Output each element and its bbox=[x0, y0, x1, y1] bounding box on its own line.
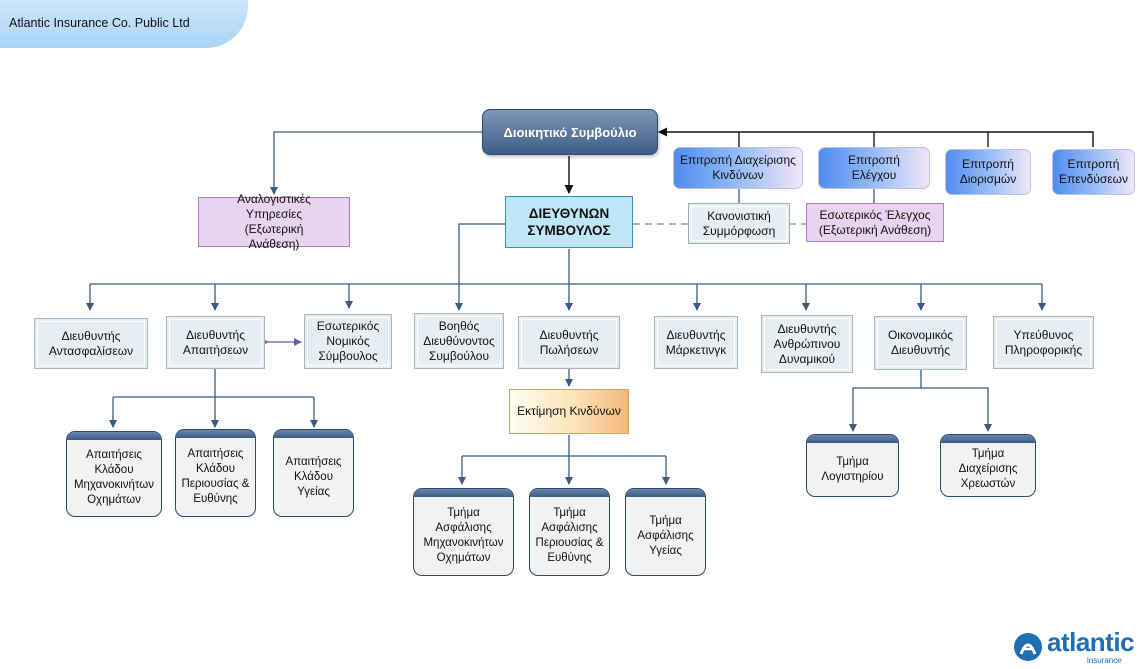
logo-word: atlantic bbox=[1047, 627, 1135, 657]
risk-assessment-box: Εκτίμηση Κινδύνων bbox=[509, 389, 629, 434]
sales-unit-property-label: Τμήμα Ασφάλισης Περιουσίας & Ευθύνης bbox=[535, 507, 604, 564]
compliance-box: Κανονιστική Συμμόρφωση bbox=[688, 203, 790, 244]
claims-unit-property-label: Απαιτήσεις Κλάδου Περιουσίας & Ευθύνης bbox=[181, 448, 250, 505]
sales-unit-motor-box: Τμήμα Ασφάλισης Μηχανοκινήτων Οχημάτων bbox=[413, 488, 514, 576]
header-tab: Atlantic Insurance Co. Public Ltd bbox=[0, 0, 248, 48]
appointments-committee-label: Επιτροπή Διορισμών bbox=[959, 157, 1017, 186]
dept-sales-label: Διευθυντής Πωλήσεων bbox=[539, 327, 599, 357]
risk-committee-label: Επιτροπή Διαχείρισης Κινδύνων bbox=[680, 153, 796, 182]
investments-committee-label: Επιτροπή Επενδύσεων bbox=[1059, 157, 1128, 186]
risk-assessment-label: Εκτίμηση Κινδύνων bbox=[517, 404, 621, 418]
dept-legal-label: Εσωτερικός Νομικός Σύμβουλος bbox=[316, 319, 380, 363]
atlantic-logo: atlantic insurance bbox=[1013, 627, 1141, 665]
internal-audit-box: Εσωτερικός Έλεγχος (Εξωτερική Ανάθεση) bbox=[806, 203, 944, 242]
dept-hr-label: Διευθυντής Ανθρώπινου Δυναμικού bbox=[773, 321, 841, 366]
sales-unit-motor-label: Τμήμα Ασφάλισης Μηχανοκινήτων Οχημάτων bbox=[423, 507, 504, 564]
dept-it-label: Υπεύθυνος Πληροφορικής bbox=[1004, 327, 1083, 357]
dept-claims-box: Διευθυντής Απαιτήσεων bbox=[166, 316, 265, 369]
sales-unit-property-box: Τμήμα Ασφάλισης Περιουσίας & Ευθύνης bbox=[529, 488, 610, 576]
ceo-label: ΔΙΕΥΘΥΝΩΝ ΣΥΜΒΟΥΛΟΣ bbox=[527, 206, 611, 238]
board-of-directors-box: Διοικητικό Συμβούλιο bbox=[482, 109, 658, 155]
logo-sub: insurance bbox=[1087, 656, 1122, 665]
appointments-committee-box: Επιτροπή Διορισμών bbox=[945, 149, 1031, 195]
dept-hr-box: Διευθυντής Ανθρώπινου Δυναμικού bbox=[761, 315, 853, 373]
dept-legal-box: Εσωτερικός Νομικός Σύμβουλος bbox=[304, 314, 392, 369]
dept-assistant-box: Βοηθός Διευθύνοντος Συμβούλου bbox=[414, 313, 504, 369]
board-label: Διοικητικό Συμβούλιο bbox=[503, 124, 637, 140]
company-name: Atlantic Insurance Co. Public Ltd bbox=[9, 16, 190, 30]
dept-finance-label: Οικονομικός Διευθυντής bbox=[887, 328, 954, 357]
risk-committee-box: Επιτροπή Διαχείρισης Κινδύνων bbox=[673, 147, 803, 189]
claims-unit-property-box: Απαιτήσεις Κλάδου Περιουσίας & Ευθύνης bbox=[175, 429, 256, 517]
dept-marketing-label: Διευθυντής Μάρκετινγκ bbox=[665, 327, 727, 357]
actuarial-services-label: Αναλογιστικές Υπηρεσίες (Εξωτερική Ανάθε… bbox=[237, 192, 311, 251]
dept-sales-box: Διευθυντής Πωλήσεων bbox=[518, 316, 620, 369]
finance-unit-debtors-label: Τμήμα Διαχείρισης Χρεωστών bbox=[958, 448, 1018, 490]
claims-unit-health-label: Απαιτήσεις Κλάδου Υγείας bbox=[285, 455, 342, 498]
finance-unit-accounting-box: Τμήμα Λογιστηρίου bbox=[806, 434, 899, 497]
internal-audit-label: Εσωτερικός Έλεγχος (Εξωτερική Ανάθεση) bbox=[818, 207, 932, 237]
dept-reinsurance-label: Διευθυντής Αντασφαλίσεων bbox=[48, 328, 134, 358]
audit-committee-box: Επιτροπή Ελέγχου bbox=[818, 147, 930, 189]
claims-unit-motor-label: Απαιτήσεις Κλάδου Μηχανοκινήτων Οχημάτων bbox=[73, 449, 155, 506]
dept-assistant-label: Βοηθός Διευθύνοντος Συμβούλου bbox=[423, 318, 495, 363]
sales-unit-health-box: Τμήμα Ασφάλισης Υγείας bbox=[625, 488, 706, 576]
ceo-box: ΔΙΕΥΘΥΝΩΝ ΣΥΜΒΟΥΛΟΣ bbox=[505, 196, 633, 248]
investments-committee-box: Επιτροπή Επενδύσεων bbox=[1052, 149, 1135, 195]
finance-unit-debtors-box: Τμήμα Διαχείρισης Χρεωστών bbox=[940, 434, 1036, 497]
dept-marketing-box: Διευθυντής Μάρκετινγκ bbox=[654, 316, 738, 369]
actuarial-services-box: Αναλογιστικές Υπηρεσίες (Εξωτερική Ανάθε… bbox=[198, 192, 350, 251]
audit-committee-label: Επιτροπή Ελέγχου bbox=[848, 153, 900, 182]
dept-finance-box: Οικονομικός Διευθυντής bbox=[874, 316, 967, 370]
dept-reinsurance-box: Διευθυντής Αντασφαλίσεων bbox=[34, 318, 148, 369]
dept-claims-label: Διευθυντής Απαιτήσεων bbox=[182, 327, 249, 357]
sales-unit-health-label: Τμήμα Ασφάλισης Υγείας bbox=[637, 514, 694, 557]
finance-unit-accounting-label: Τμήμα Λογιστηρίου bbox=[821, 455, 884, 483]
claims-unit-health-box: Απαιτήσεις Κλάδου Υγείας bbox=[273, 429, 354, 517]
compliance-label: Κανονιστική Συμμόρφωση bbox=[702, 208, 776, 238]
atlantic-logo-icon bbox=[1014, 633, 1042, 661]
claims-unit-motor-box: Απαιτήσεις Κλάδου Μηχανοκινήτων Οχημάτων bbox=[66, 431, 162, 517]
dept-it-box: Υπεύθυνος Πληροφορικής bbox=[993, 316, 1094, 369]
